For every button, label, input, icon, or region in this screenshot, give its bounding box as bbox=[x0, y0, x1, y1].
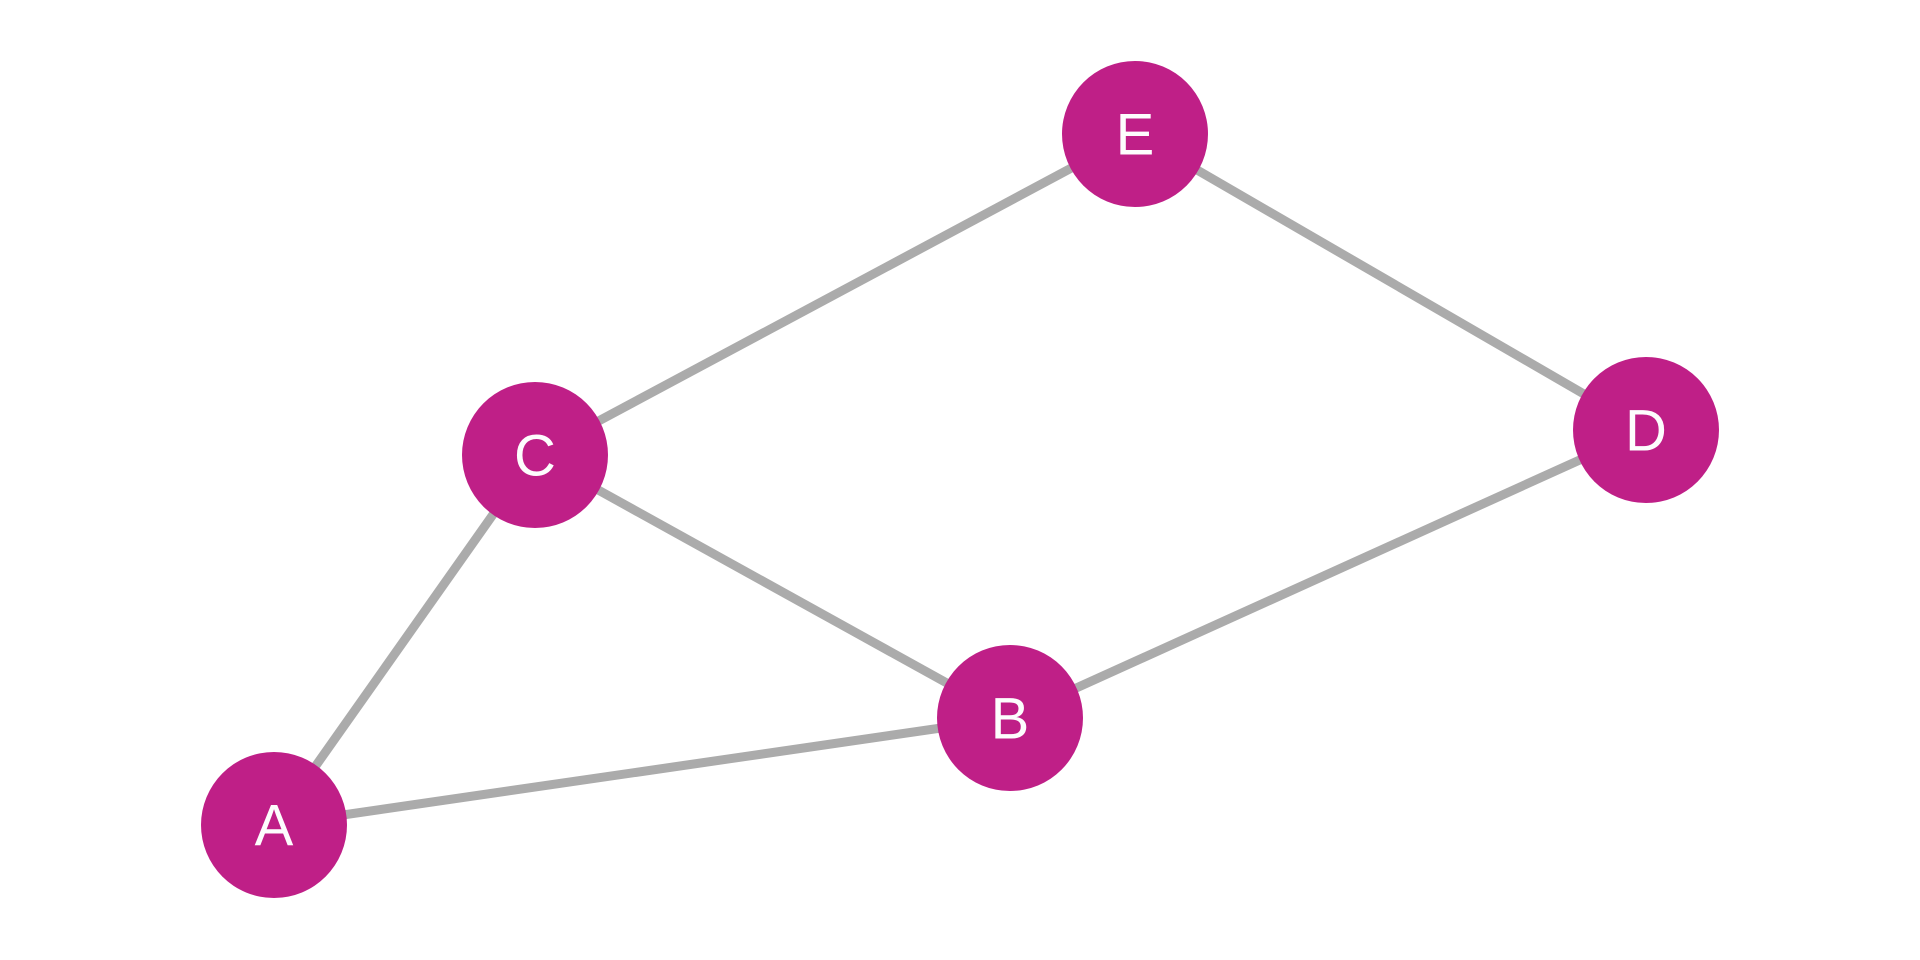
graph-node-circle[interactable] bbox=[201, 752, 347, 898]
graph-edge bbox=[1132, 130, 1649, 434]
graph-node-b[interactable]: B bbox=[937, 645, 1083, 791]
graph-node-circle[interactable] bbox=[1062, 61, 1208, 207]
graph-node-d[interactable]: D bbox=[1573, 357, 1719, 503]
graph-edge bbox=[270, 452, 539, 828]
graph-edge bbox=[273, 713, 1011, 830]
graph-node-circle[interactable] bbox=[1573, 357, 1719, 503]
graph-edge bbox=[532, 130, 1138, 459]
graph-node-a[interactable]: A bbox=[201, 752, 347, 898]
graph-node-c[interactable]: C bbox=[462, 382, 608, 528]
node-layer: A B C D E bbox=[201, 61, 1719, 898]
graph-edge bbox=[1008, 425, 1648, 723]
graph-edge bbox=[532, 451, 1013, 722]
graph-node-e[interactable]: E bbox=[1062, 61, 1208, 207]
graph-node-circle[interactable] bbox=[462, 382, 608, 528]
edge-layer bbox=[270, 130, 1649, 830]
graph-node-circle[interactable] bbox=[937, 645, 1083, 791]
